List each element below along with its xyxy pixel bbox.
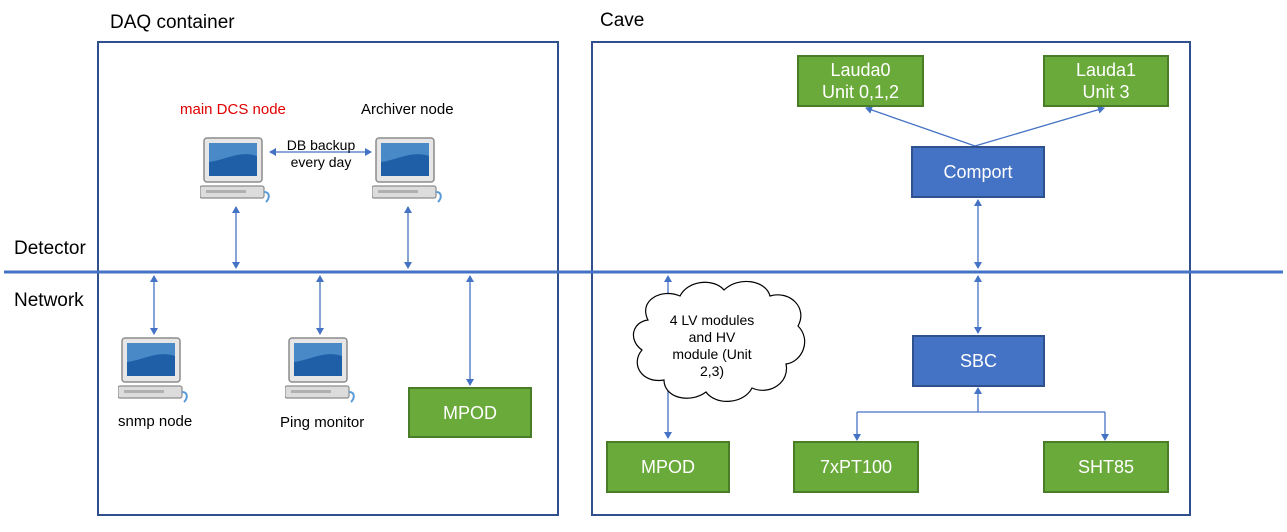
lauda0-line1: Lauda0 [830,60,891,80]
pt100-box: 7xPT100 [793,441,919,493]
pt100-label: 7xPT100 [819,457,893,477]
ping-monitor-label: Ping monitor [280,414,365,431]
sbc-box: SBC [912,335,1045,387]
lauda1-box: Lauda1 Unit 3 [1043,55,1169,107]
daq-mpod-label: MPOD [443,402,497,423]
cloud-line1: 4 LV modules [669,312,755,328]
archiver-computer-icon [372,137,442,203]
db-backup-line2: every day [290,154,352,170]
cave-title: Cave [600,10,645,31]
comport-box: Comport [911,146,1045,198]
network-label: Network [14,290,84,311]
link-comport-lauda0 [865,106,976,147]
snmp-node-label: snmp node [118,413,193,430]
comport-label: Comport [943,162,1013,182]
cave-container-box [591,41,1191,516]
sbc-label: SBC [959,351,997,371]
daq-container-title: DAQ container [110,12,235,33]
lauda0-line2: Unit 0,1,2 [821,82,900,102]
main-dcs-node-label: main DCS node [180,101,286,118]
sht85-label: SHT85 [1077,457,1135,477]
cave-mpod-box: MPOD [606,441,730,493]
db-backup-line1: DB backup [286,137,356,153]
cloud-line4: 2,3) [699,363,725,379]
lauda0-box: Lauda0 Unit 0,1,2 [797,55,924,107]
archiver-node-label: Archiver node [361,101,454,118]
daq-container-box [97,41,559,516]
daq-mpod-box: MPOD [408,387,532,438]
cloud-line2: and HV [688,329,736,345]
ping-monitor-computer-icon [285,337,355,403]
cloud-shape [632,280,806,402]
cloud-label: 4 LV modules and HV module (Unit 2,3) [652,312,772,380]
link-comport-lauda1 [974,105,1105,147]
lauda1-line2: Unit 3 [1082,82,1130,102]
snmp-computer-icon [118,337,188,403]
cave-mpod-label: MPOD [641,457,695,477]
detector-label: Detector [14,238,86,259]
sht85-box: SHT85 [1043,441,1169,493]
main-dcs-computer-icon [200,137,270,203]
db-backup-label: DB backup every day [283,137,359,171]
cloud-line3: module (Unit [672,346,752,362]
lauda1-line1: Lauda1 [1075,60,1137,80]
